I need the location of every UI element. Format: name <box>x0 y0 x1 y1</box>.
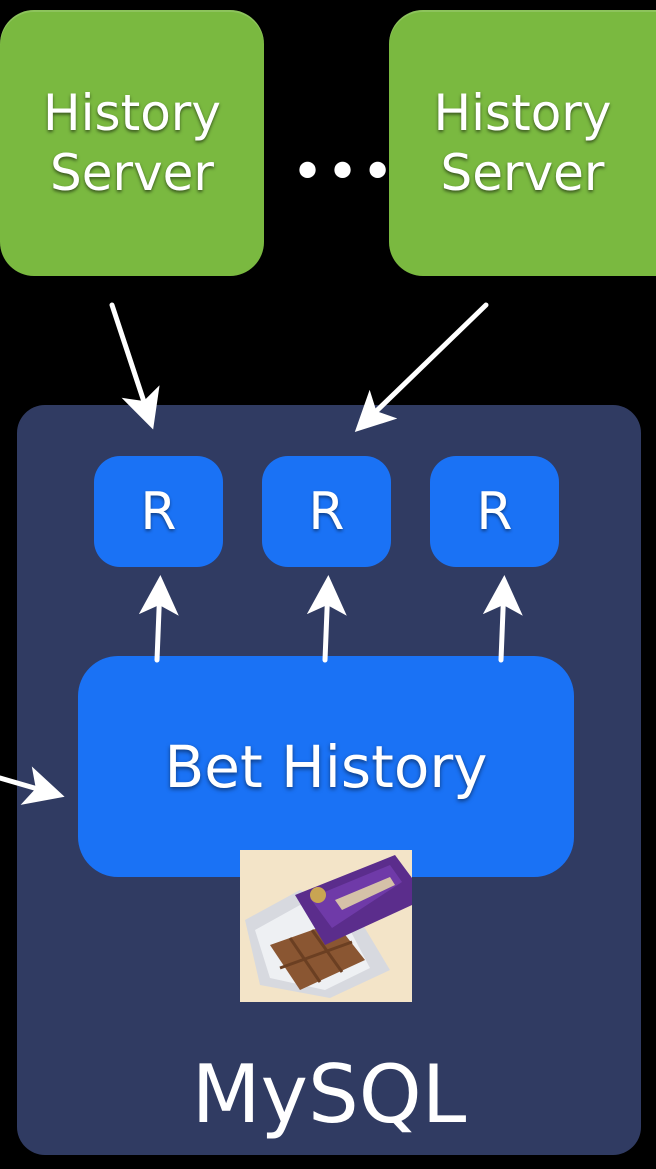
arrow-server2-to-replica <box>354 302 489 432</box>
history-server-1-line1: History <box>43 84 221 142</box>
replica-1: R <box>94 456 223 567</box>
history-server-1: History Server <box>0 10 264 276</box>
bet-history-label: Bet History <box>164 732 488 801</box>
arrow-incoming-to-bet <box>0 766 65 805</box>
replica-2: R <box>262 456 391 567</box>
history-server-2-line2: Server <box>440 144 605 202</box>
history-server-1-line2: Server <box>50 144 214 202</box>
replica-3: R <box>430 456 559 567</box>
arrow-bet-to-replica-1 <box>138 575 179 663</box>
ellipsis: ••• <box>291 140 397 205</box>
replica-2-label: R <box>308 481 345 542</box>
arrow-server1-to-replica <box>109 302 160 430</box>
bet-history-node: Bet History <box>78 656 574 877</box>
mysql-label: MySQL <box>191 1048 467 1141</box>
history-server-2: History Server <box>389 10 656 276</box>
arrow-bet-to-replica-3 <box>482 575 523 663</box>
arrow-bet-to-replica-2 <box>306 575 347 663</box>
replica-3-label: R <box>476 481 513 542</box>
history-server-2-line1: History <box>433 84 612 142</box>
chocolate-bar-icon <box>240 850 412 1002</box>
replica-1-label: R <box>140 481 177 542</box>
